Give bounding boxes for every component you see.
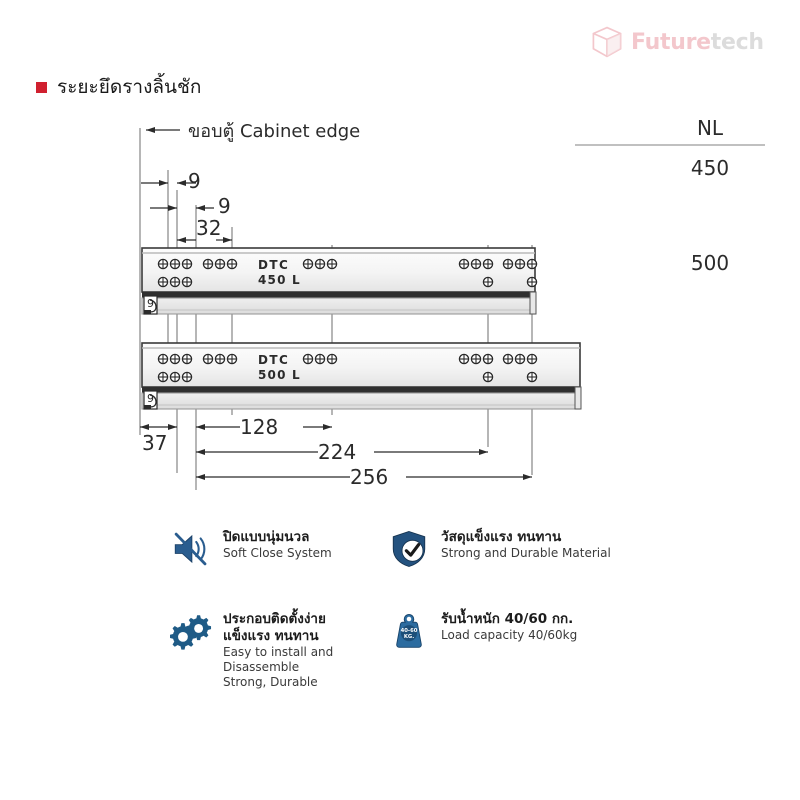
feature-easy-install-title-th-2: แข็งแรง ทนทาน	[223, 628, 319, 644]
rail-500-model: 500 L	[258, 368, 301, 382]
feature-easy-install: ประกอบติดตั้งง่าย แข็งแรง ทนทาน Easy to …	[170, 610, 388, 690]
feature-soft-close-title-th: ปิดแบบนุ่มนวล	[223, 529, 310, 545]
nl-value-450: 450	[691, 156, 729, 180]
feature-easy-install-text: ประกอบติดตั้งง่าย แข็งแรง ทนทาน Easy to …	[223, 610, 333, 690]
cabinet-edge-callout: ขอบตู้ Cabinet edge	[146, 121, 360, 142]
rail-450-model: 450 L	[258, 273, 301, 287]
feature-durable-material-title-en: Strong and Durable Material	[441, 546, 611, 560]
dim-label-9-inner: 9	[218, 194, 231, 218]
feature-soft-close: ปิดแบบนุ่มนวล Soft Close System	[170, 528, 388, 610]
feature-durable-material-text: วัสดุแข็งแรง ทนทาน Strong and Durable Ma…	[441, 528, 611, 561]
rail-450-brand: DTC	[258, 258, 289, 272]
logo-word-tech: tech	[710, 29, 764, 55]
dimension-256: 256	[196, 465, 532, 489]
feature-soft-close-title-en: Soft Close System	[223, 546, 332, 560]
rail-450-inline-mark: 9	[147, 297, 154, 310]
dim-label-224: 224	[318, 440, 356, 464]
rail-500: 9 DTC 500 L	[141, 342, 582, 410]
weight-icon-label-1: 40-60	[401, 628, 418, 634]
section-heading: ระยะยึดรางลิ้นชัก	[36, 72, 201, 102]
feature-durable-material-title-th: วัสดุแข็งแรง ทนทาน	[441, 529, 562, 545]
weight-icon: 40-60 KG.	[396, 613, 422, 648]
feature-durable-material: วัสดุแข็งแรง ทนทาน Strong and Durable Ma…	[388, 528, 638, 610]
feature-load-capacity-text: รับน้ำหนัก 40/60 กก. Load capacity 40/60…	[441, 610, 577, 643]
feature-easy-install-title-en-3: Strong, Durable	[223, 675, 318, 689]
dim-label-32: 32	[196, 216, 221, 240]
dim-label-9-outer: 9	[188, 169, 201, 193]
cabinet-edge-label: ขอบตู้ Cabinet edge	[188, 121, 360, 142]
rail-500-inline-mark: 9	[147, 392, 154, 405]
dim-label-128: 128	[240, 415, 278, 439]
nl-value-500: 500	[691, 251, 729, 275]
mute-speaker-icon	[174, 532, 207, 566]
dim-label-256: 256	[350, 465, 388, 489]
feature-list: ปิดแบบนุ่มนวล Soft Close System วัสดุแข็…	[170, 528, 640, 690]
nl-column: NL 450 500	[575, 116, 765, 275]
rail-450: 9 DTC 450 L	[141, 247, 538, 315]
feature-load-capacity-title-th: รับน้ำหนัก 40/60 กก.	[441, 611, 574, 627]
dim-label-37: 37	[142, 431, 167, 455]
shield-check-icon	[392, 531, 426, 567]
feature-easy-install-title-en-2: Disassemble	[223, 660, 300, 674]
page-title: ระยะยึดรางลิ้นชัก	[57, 76, 202, 98]
technical-drawing: ขอบตู้ Cabinet edge 9 9	[139, 116, 765, 490]
dimension-9-outer: 9	[141, 169, 201, 193]
feature-load-capacity: 40-60 KG. รับน้ำหนัก 40/60 กก. Load capa…	[388, 610, 638, 690]
logo-wordmark: Futuretech	[631, 30, 764, 55]
feature-soft-close-text: ปิดแบบนุ่มนวล Soft Close System	[223, 528, 332, 561]
dimension-37: 37	[140, 424, 177, 455]
feature-easy-install-title-th-1: ประกอบติดตั้งง่าย	[223, 611, 326, 627]
feature-load-capacity-title-en: Load capacity 40/60kg	[441, 628, 578, 642]
dimension-224: 224	[196, 440, 488, 464]
dimension-128: 128	[196, 415, 332, 439]
rail-500-brand: DTC	[258, 353, 289, 367]
dimension-32: 32	[177, 216, 232, 243]
heading-bullet-icon	[36, 81, 47, 93]
futuretech-logo: Futuretech	[590, 25, 764, 59]
feature-easy-install-title-en-1: Easy to install and	[223, 645, 334, 659]
logo-word-future: Future	[631, 29, 711, 55]
gears-icon	[170, 615, 212, 650]
dimension-9-inner: 9	[150, 194, 231, 218]
nl-header: NL	[697, 116, 724, 140]
cube-logo-icon	[592, 26, 622, 58]
weight-icon-label-2: KG.	[404, 634, 414, 640]
